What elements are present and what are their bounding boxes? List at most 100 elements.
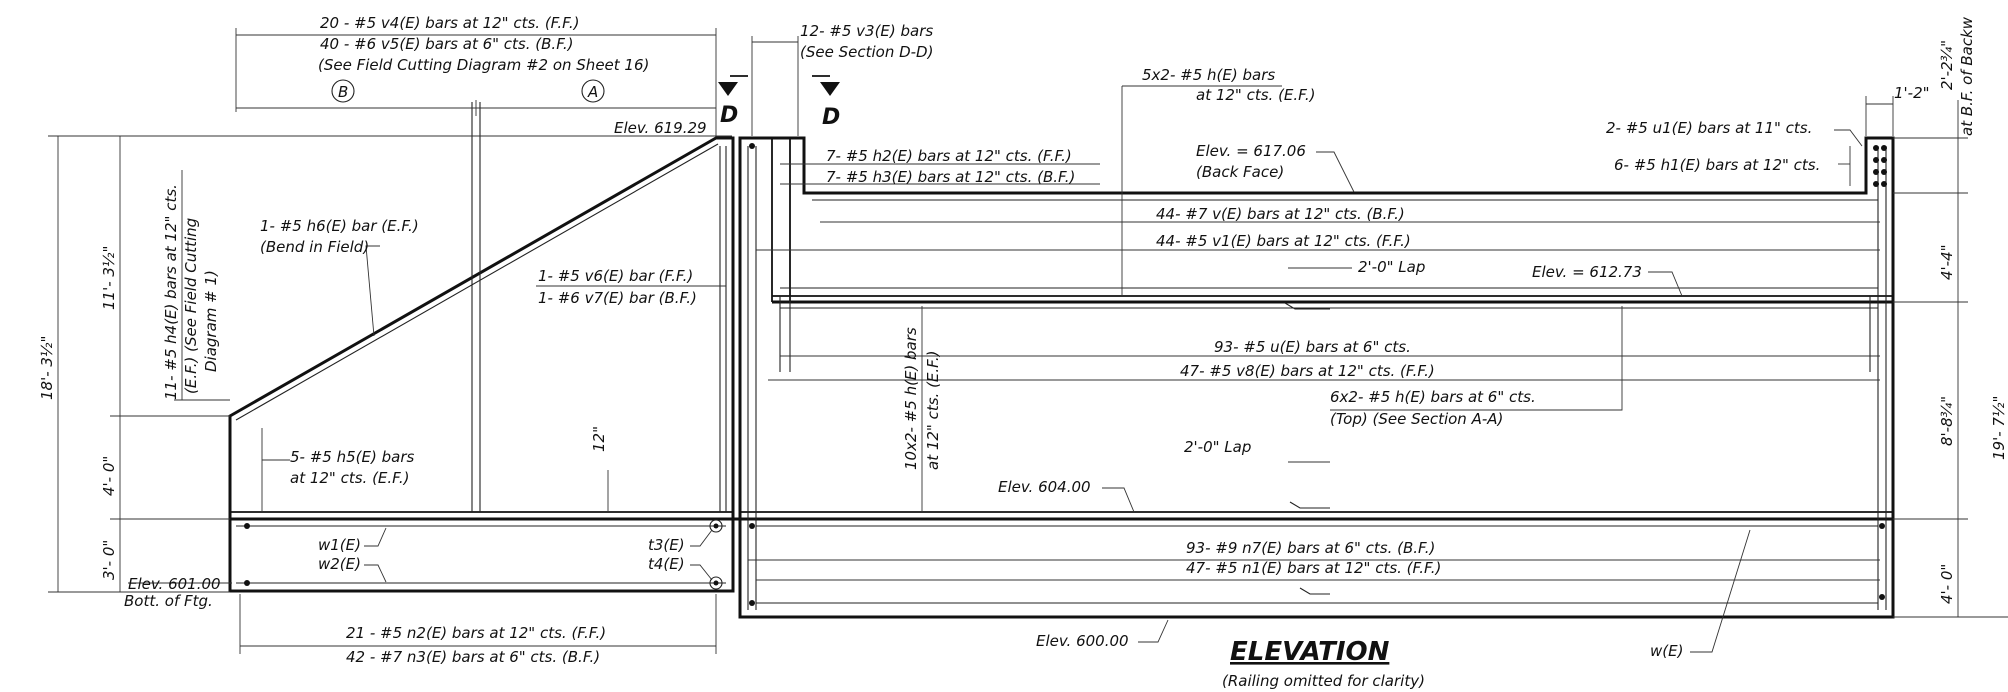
circle-marker-b — [331, 79, 355, 103]
leader-t3 — [690, 529, 713, 547]
leader-w — [1690, 529, 1751, 653]
leader-w1 — [364, 527, 387, 547]
circle-marker-a — [581, 79, 605, 103]
wingwall-outline — [228, 136, 735, 593]
drawing-title: ELEVATION — [1230, 637, 1390, 667]
dim-text-right-bf: at B.F. of Backw — [1958, 16, 1976, 136]
leader-e604 — [1102, 487, 1135, 513]
dim-text-right-low: 4'- 0" — [1938, 564, 1956, 604]
note-t3: t3(E) — [648, 536, 685, 554]
note-n3: 42 - #7 n3(E) bars at 6" cts. (B.F.) — [346, 648, 600, 666]
note-w1: w1(E) — [318, 536, 361, 554]
bar-circle-t3 — [709, 519, 723, 533]
dim-text-left-upper: 11'- 3½" — [100, 246, 118, 310]
note-v4: 20 - #5 v4(E) bars at 12" cts. (F.F.) — [320, 14, 579, 32]
dim-text-right-mid: 8'-8¾" — [1938, 396, 1956, 446]
note-h4-c: Diagram # 1) — [202, 270, 220, 372]
note-w2: w2(E) — [318, 555, 361, 573]
dim-text-right-upper: 4'-4" — [1938, 244, 1956, 280]
lap-break-2 — [1289, 501, 1330, 509]
note-h2: 7- #5 h2(E) bars at 12" cts. (F.F.) — [826, 147, 1072, 165]
elev-61706-b: (Back Face) — [1196, 163, 1284, 181]
bar-dot — [1879, 594, 1885, 600]
dim-text-right-width: 1'-2" — [1894, 84, 1930, 102]
bar-dot — [1873, 157, 1879, 163]
bar-dot — [244, 580, 250, 586]
note-w: w(E) — [1650, 642, 1683, 660]
note-v3: 12- #5 v3(E) bars — [800, 22, 933, 40]
note-u: 93- #5 u(E) bars at 6" cts. — [1214, 338, 1411, 356]
bar-dot — [1881, 169, 1887, 175]
dim-text-left-mid: 4'- 0" — [100, 456, 118, 496]
leader-h6 — [365, 245, 380, 337]
elev-61273: Elev. = 612.73 — [1532, 263, 1642, 281]
elev-60400: Elev. 604.00 — [998, 478, 1091, 496]
leader-e617 — [1316, 151, 1355, 193]
lap-break-3 — [1299, 587, 1330, 595]
note-t4: t4(E) — [648, 555, 685, 573]
bar-dot — [749, 523, 755, 529]
bar-dot — [1881, 181, 1887, 187]
section-arrow-left — [718, 82, 738, 96]
note-h5-b: at 12" cts. (E.F.) — [290, 469, 410, 487]
note-h1: 6- #5 h1(E) bars at 12" cts. — [1614, 156, 1820, 174]
leader-e612 — [1648, 271, 1683, 297]
bar-dot — [1881, 157, 1887, 163]
dim-text-left-total: 18'- 3½" — [38, 336, 56, 400]
note-lap-2: 2'-0" Lap — [1184, 438, 1251, 456]
bar-circle-t4 — [709, 576, 723, 590]
note-h6x2-a: 6x2- #5 h(E) bars at 6" cts. — [1330, 388, 1536, 406]
bar-dot — [1873, 169, 1879, 175]
note-n1: 47- #5 n1(E) bars at 12" cts. (F.F.) — [1186, 559, 1441, 577]
bar-dot — [749, 600, 755, 606]
circle-label-b: B — [338, 83, 348, 101]
note-h4-a: 11- #5 h4(E) bars at 12" cts. — [162, 184, 180, 400]
section-label-d-right: D — [822, 105, 840, 130]
bar-dot — [1881, 145, 1887, 151]
note-h5x2-a: 5x2- #5 h(E) bars — [1142, 66, 1275, 84]
note-v6: 1- #5 v6(E) bar (F.F.) — [538, 267, 693, 285]
leader-e600 — [1138, 619, 1169, 643]
bar-dot — [713, 523, 719, 529]
note-h5x2-b: at 12" cts. (E.F.) — [1196, 86, 1316, 104]
section-label-d-left: D — [720, 103, 738, 128]
lap-break-1 — [1284, 302, 1330, 310]
elev-60100-b: Bott. of Ftg. — [124, 592, 213, 610]
leader-u1 — [1834, 129, 1863, 147]
bar-dot — [713, 580, 719, 586]
note-n2: 21 - #5 n2(E) bars at 12" cts. (F.F.) — [346, 624, 606, 642]
dim-text-left-low: 3'- 0" — [100, 540, 118, 580]
elev-61706-a: Elev. = 617.06 — [1196, 142, 1306, 160]
note-h4-b: (E.F.) (See Field Cutting — [182, 218, 200, 394]
note-h10x2-b: at 12" cts. (E.F.) — [924, 351, 942, 471]
bar-dot — [244, 523, 250, 529]
note-h6-b: (Bend in Field) — [260, 238, 369, 256]
note-h5-a: 5- #5 h5(E) bars — [290, 448, 414, 466]
leader-w2 — [364, 564, 387, 583]
note-h6-a: 1- #5 h6(E) bar (E.F.) — [260, 217, 419, 235]
elev-60000: Elev. 600.00 — [1036, 632, 1129, 650]
note-field-cut-2: (See Field Cutting Diagram #2 on Sheet 1… — [318, 56, 649, 74]
dim-text-right-top: 2'-2¾" — [1938, 40, 1956, 90]
bar-dot — [1873, 181, 1879, 187]
note-v7: 1- #6 v7(E) bar (B.F.) — [538, 289, 697, 307]
note-n7: 93- #9 n7(E) bars at 6" cts. (B.F.) — [1186, 539, 1435, 557]
note-h3: 7- #5 h3(E) bars at 12" cts. (B.F.) — [826, 168, 1075, 186]
section-arrow-right — [820, 82, 840, 96]
note-lap-1: 2'-0" Lap — [1358, 258, 1425, 276]
elev-60100-a: Elev. 601.00 — [128, 575, 221, 593]
note-v8: 47- #5 v8(E) bars at 12" cts. (F.F.) — [1180, 362, 1435, 380]
dim-text-right-edge: 19'- 7½" — [1990, 396, 2008, 460]
note-12in: 12" — [590, 426, 608, 452]
note-v1: 44- #5 v1(E) bars at 12" cts. (F.F.) — [1156, 232, 1411, 250]
bar-dot — [749, 143, 755, 149]
bar-dot — [1879, 523, 1885, 529]
note-v: 44- #7 v(E) bars at 12" cts. (B.F.) — [1156, 205, 1405, 223]
leader-t4 — [690, 564, 713, 581]
note-u1: 2- #5 u1(E) bars at 11" cts. — [1606, 119, 1812, 137]
circle-label-a: A — [587, 83, 598, 101]
bar-dot — [1873, 145, 1879, 151]
elev-61929: Elev. 619.29 — [614, 119, 707, 137]
note-v5: 40 - #6 v5(E) bars at 6" cts. (B.F.) — [320, 35, 574, 53]
